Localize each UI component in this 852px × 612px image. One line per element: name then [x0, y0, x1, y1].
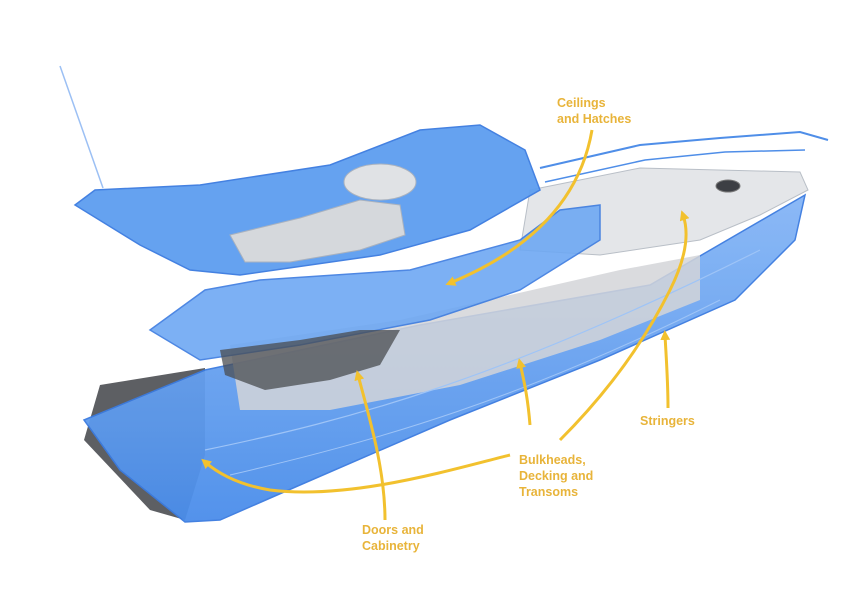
- label-bulkheads-line2: Decking and: [519, 469, 594, 483]
- hatch: [715, 179, 741, 193]
- label-stringers: Stringers: [640, 413, 695, 429]
- label-doors-line1: Doors and: [362, 523, 424, 537]
- label-doors-line2: Cabinetry: [362, 539, 420, 553]
- hull-contour-2: [229, 299, 721, 476]
- helm-seat: [343, 163, 417, 201]
- arrow-bulkheads-up: [516, 358, 532, 426]
- label-bulkheads-line1: Bulkheads,: [519, 453, 586, 467]
- label-ceilings-line1: Ceilings: [557, 96, 606, 110]
- label-ceilings-line2: and Hatches: [557, 112, 632, 126]
- bow-rail: [539, 130, 829, 169]
- antenna: [59, 65, 104, 189]
- label-stringers-line1: Stringers: [640, 414, 695, 428]
- label-ceilings: Ceilings and Hatches: [557, 95, 631, 127]
- cabin-cutaway: [220, 330, 400, 390]
- label-doors: Doors and Cabinetry: [362, 522, 424, 554]
- label-bulkheads: Bulkheads, Decking and Transoms: [519, 452, 593, 500]
- flybridge: [73, 124, 541, 276]
- arrow-bulkheads-left: [201, 453, 511, 494]
- flybridge-seating: [229, 199, 406, 263]
- label-bulkheads-line3: Transoms: [519, 485, 579, 499]
- arrow-stringers: [660, 330, 671, 409]
- arrow-bulkheads-right: [558, 210, 690, 442]
- bow-rail-lower: [544, 149, 806, 183]
- arrow-ceilings: [445, 129, 594, 286]
- arrow-doors: [354, 370, 387, 521]
- hull-contour: [204, 249, 761, 451]
